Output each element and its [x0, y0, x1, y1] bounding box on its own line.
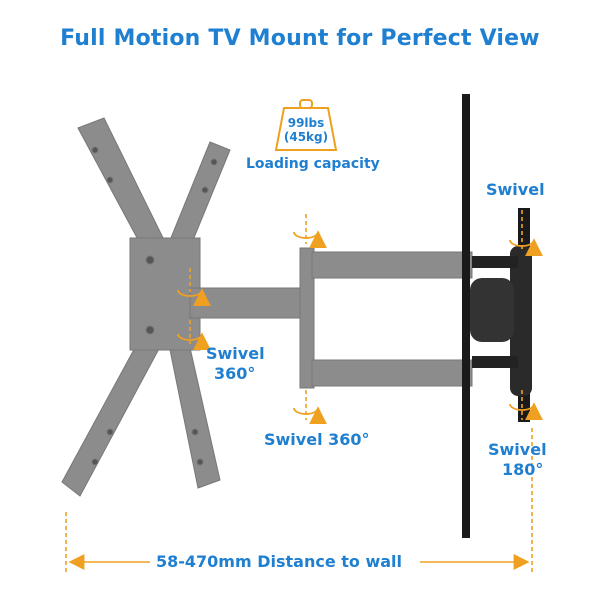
weight-tag: 99lbs (45kg): [276, 104, 336, 150]
swivel-axes: [189, 210, 523, 420]
swivel-left-label: Swivel: [206, 344, 265, 363]
swivel-left-degrees: 360°: [214, 364, 256, 383]
tv-bracket: [462, 94, 532, 538]
wall-plate: [61, 117, 231, 497]
weight-kg: (45kg): [283, 130, 329, 144]
swivel-bottom-center-label: Swivel 360°: [264, 430, 370, 449]
weight-tag-icon: [274, 99, 338, 151]
articulating-arms: [189, 247, 473, 389]
swivel-top-right-label: Swivel: [486, 180, 545, 199]
weight-lbs: 99lbs: [287, 116, 325, 130]
loading-capacity-label: Loading capacity: [246, 156, 380, 172]
rotation-arrows: [177, 230, 543, 425]
distance-dimension: [65, 428, 533, 572]
swivel-bottom-right-label: Swivel: [488, 440, 547, 459]
page-title: Full Motion TV Mount for Perfect View: [60, 26, 540, 51]
distance-to-wall-label: 58-470mm Distance to wall: [156, 552, 403, 571]
swivel-bottom-right-degrees: 180°: [502, 460, 544, 479]
